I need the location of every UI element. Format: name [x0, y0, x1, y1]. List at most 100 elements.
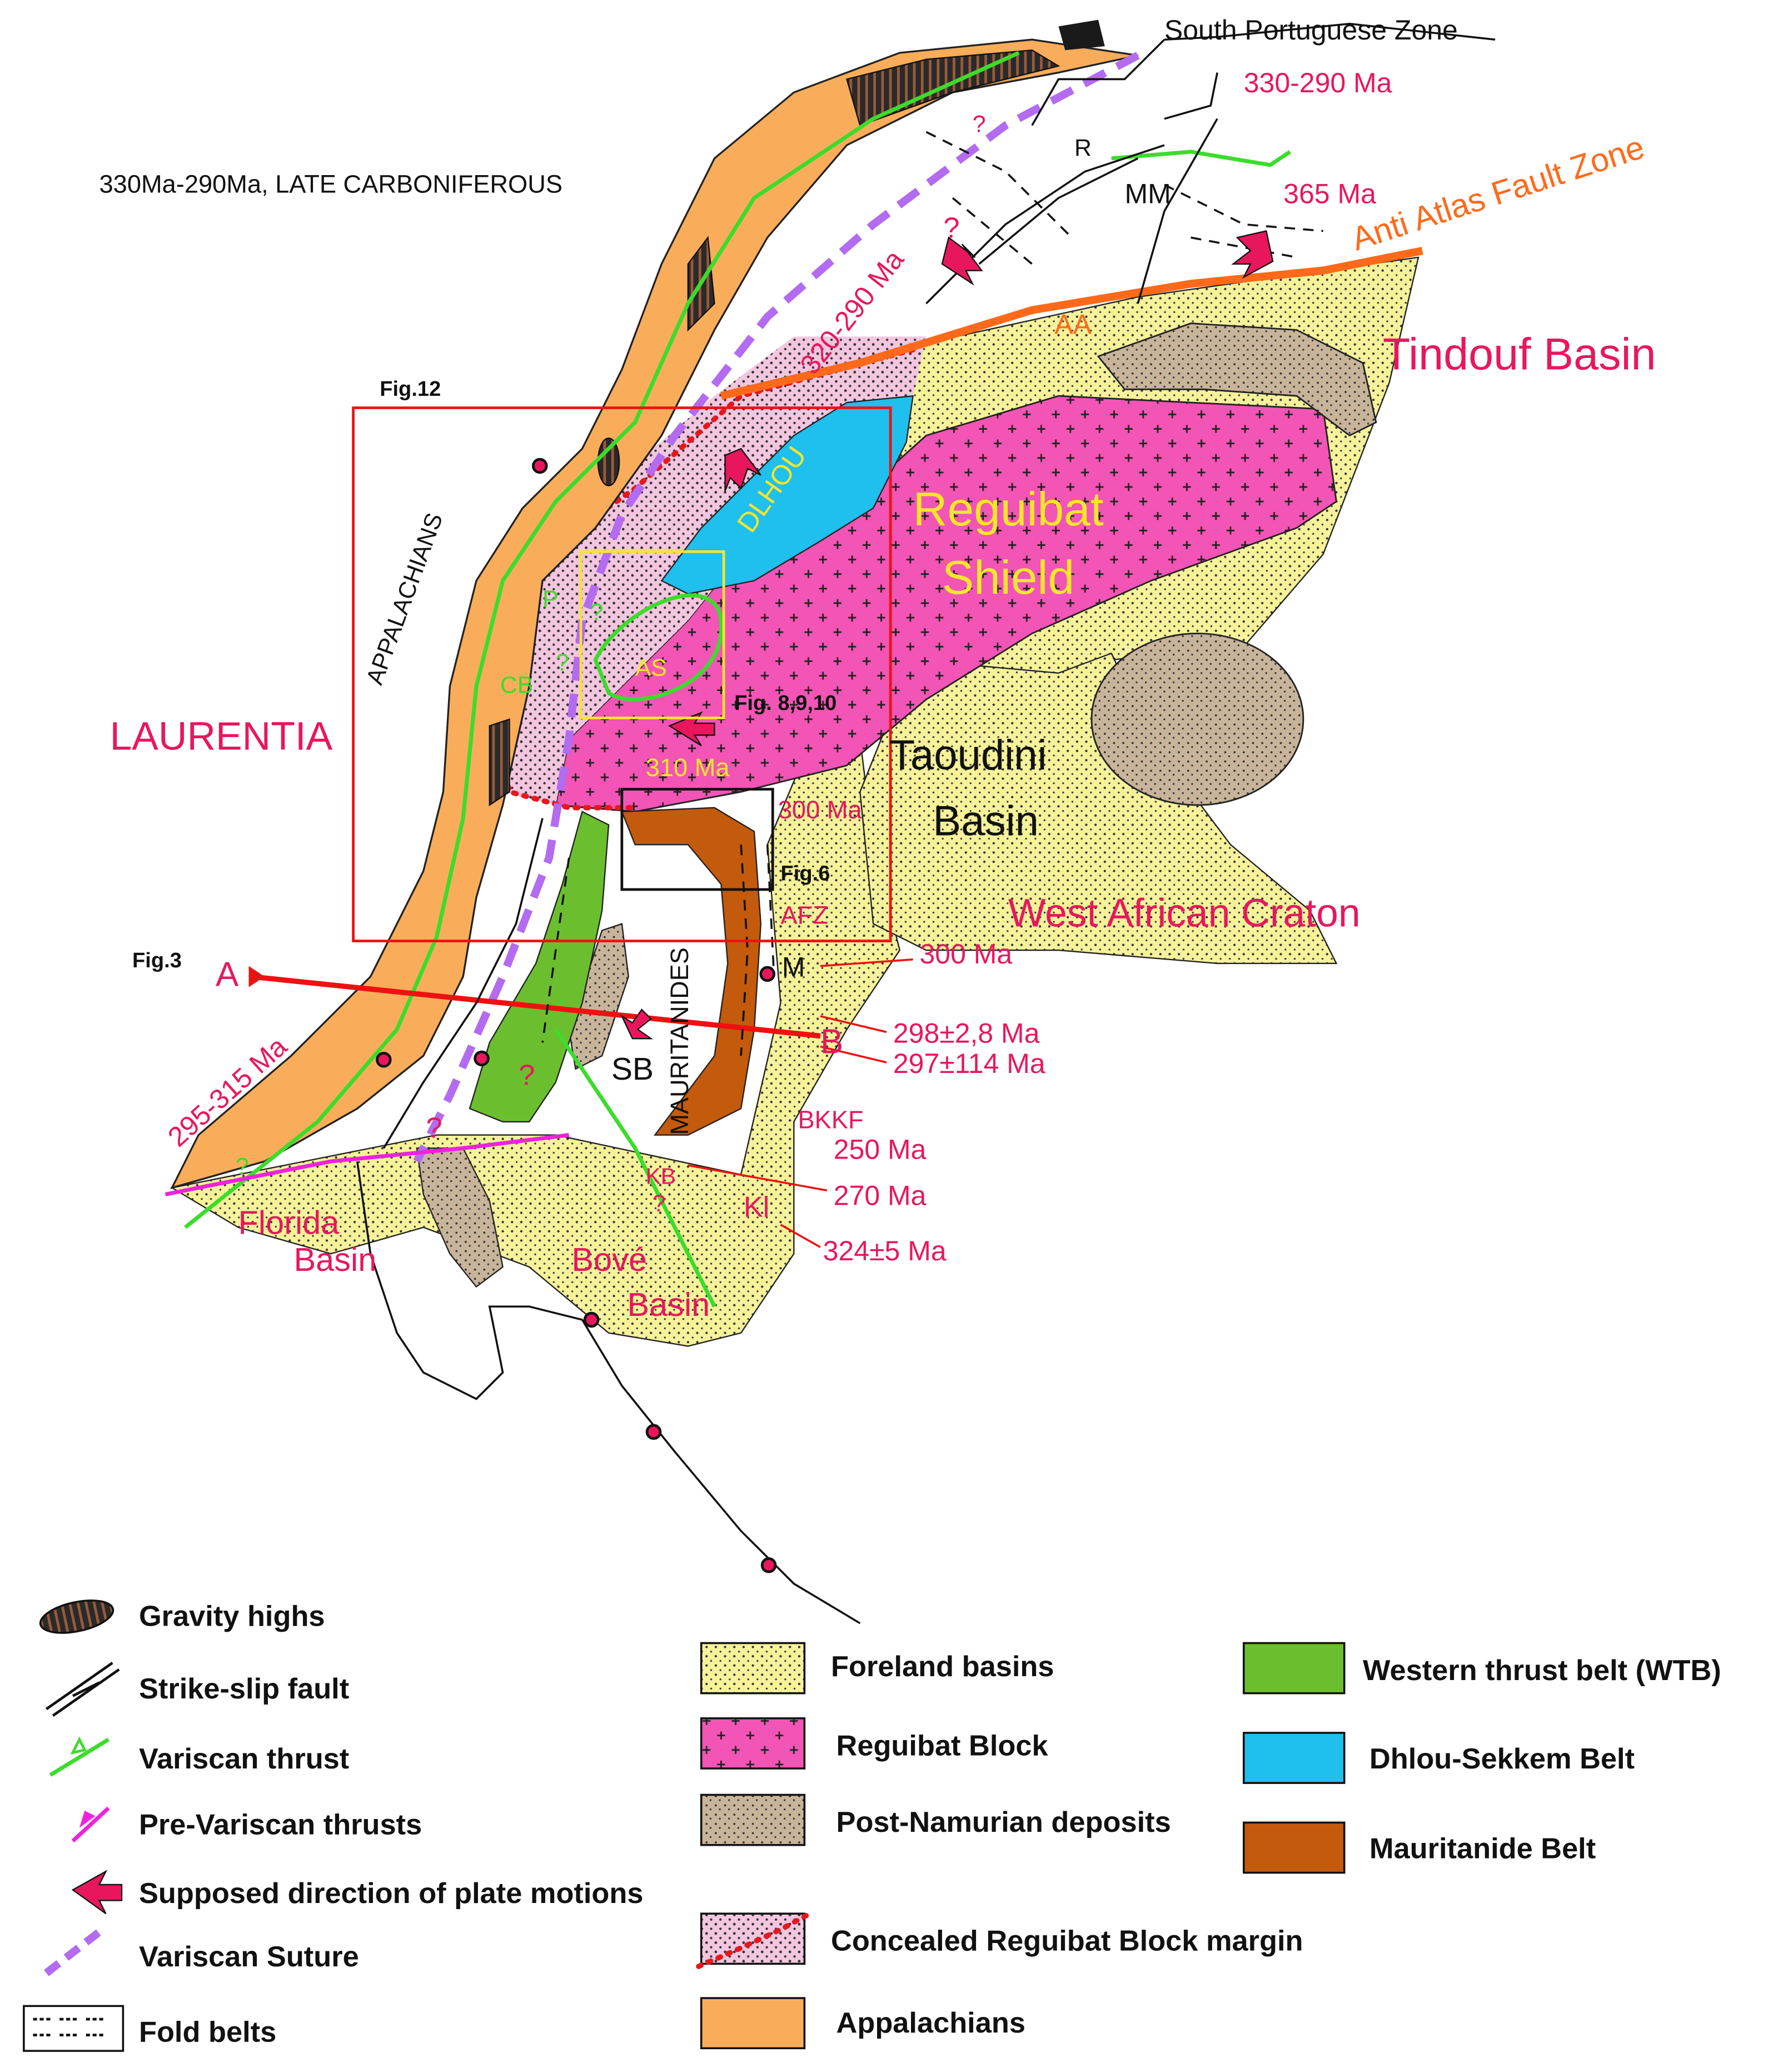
post-namurian-tindouf: [1097, 322, 1377, 437]
dhlou-belt-region: [660, 395, 914, 595]
legend-dhlou-label: Dhlou-Sekkem Belt: [1369, 1743, 1635, 1775]
label-kb: KB: [646, 1163, 676, 1189]
legend-strike-slip-swatch: [45, 1662, 120, 1717]
label-age-330-290: 330-290 Ma: [1244, 67, 1392, 98]
qmark-2: ?: [943, 212, 959, 244]
marker-5: [583, 1311, 600, 1328]
legend-variscan-thrust-swatch: [49, 1737, 110, 1777]
label-aa: AA: [1054, 309, 1092, 340]
qmark-3: ?: [590, 599, 604, 626]
label-taoudini-1: Taoudini: [889, 732, 1047, 779]
label-fig12: Fig.12: [380, 377, 441, 401]
variscan-suture: [413, 52, 1140, 1164]
marker-2: [376, 1051, 392, 1068]
label-age-300a: 300 Ma: [778, 796, 863, 824]
label-age-270: 270 Ma: [834, 1180, 927, 1211]
label-appalachians: APPALACHIANS: [361, 510, 448, 688]
variscan-thrust-as: [593, 593, 724, 702]
label-south-portuguese: South Portuguese Zone: [1164, 14, 1458, 46]
legend-wtb-swatch: [1242, 1642, 1346, 1695]
legend-strike-slip-label: Strike-slip fault: [139, 1673, 349, 1705]
legend-fold-belts-label: Fold belts: [139, 2016, 276, 2048]
qmark-8: ?: [236, 1154, 249, 1180]
qmark-1: ?: [973, 111, 986, 137]
label-as: AS: [635, 654, 667, 681]
marker-6: [645, 1424, 662, 1440]
appalachians-region: [170, 38, 1138, 1190]
arrow-sb: [620, 1008, 654, 1040]
label-age-298: 298±2,8 Ma: [893, 1017, 1040, 1049]
label-anti-atlas: Anti Atlas Fault Zone: [1347, 128, 1649, 258]
label-florida-2: Basin: [293, 1241, 376, 1278]
label-west-african: West African Craton: [1008, 891, 1361, 936]
label-florida-1: Florida: [238, 1204, 340, 1241]
legend-gravity-label: Gravity highs: [139, 1601, 325, 1633]
plate-motion-arrows: [620, 230, 1274, 1040]
legend-post-namurian-swatch: [700, 1793, 806, 1846]
arrow-dlhou: [724, 448, 761, 491]
legend-reguibat-swatch: [700, 1717, 806, 1770]
section-a-marker: [248, 966, 265, 987]
variscan-thrust-mm: [1111, 150, 1292, 167]
marker-1: [532, 458, 548, 474]
legend-variscan-thrust-label: Variscan thrust: [139, 1743, 349, 1775]
qmark-4: ?: [556, 649, 569, 676]
label-afz: AFZ: [781, 901, 828, 930]
marker-4: [759, 966, 776, 982]
foreland-basin-east: [859, 652, 1338, 965]
gravity-high-top: [1058, 19, 1105, 51]
post-namurian-east: [1090, 633, 1304, 806]
label-p: P: [542, 586, 559, 613]
gravity-high-small: [597, 437, 620, 486]
label-mm: MM: [1125, 178, 1171, 210]
legend-appalachians-swatch: [700, 1997, 806, 2050]
label-age-365: 365 Ma: [1283, 178, 1376, 210]
legend-mauritanide-label: Mauritanide Belt: [1369, 1832, 1596, 1865]
legend: Gravity highs Strike-slip fault Variscan…: [23, 1599, 1721, 2052]
coast-line: [356, 1161, 861, 1624]
map-title: 330Ma-290Ma, LATE CARBONIFEROUS: [99, 170, 562, 198]
section-line-ab: [251, 973, 821, 1039]
label-fig6: Fig.6: [781, 862, 830, 885]
legend-appalachians-label: Appalachians: [836, 2007, 1025, 2039]
label-taoudini-2: Basin: [933, 798, 1039, 845]
label-m: M: [782, 952, 805, 983]
label-r: R: [1074, 135, 1092, 161]
marker-7: [760, 1557, 777, 1573]
legend-reguibat-label: Reguibat Block: [836, 1730, 1049, 1762]
label-bkkf: BKKF: [798, 1106, 863, 1134]
legend-plate-motion-swatch: [71, 1870, 123, 1915]
legend-pre-variscan-label: Pre-Variscan thrusts: [139, 1809, 422, 1841]
wtb-region: [469, 811, 610, 1122]
legend-suture-swatch: [43, 1924, 108, 1976]
label-kl: Kl: [744, 1191, 770, 1224]
variscan-thrust-east: [554, 1028, 716, 1308]
legend-plate-motion-label: Supposed direction of plate motions: [139, 1877, 644, 1910]
arrow-fig8: [668, 711, 715, 747]
label-a: A: [216, 955, 239, 993]
pre-variscan-thrust: [165, 1133, 570, 1196]
label-bove-1: Bové: [571, 1241, 647, 1278]
fig12-frame: [352, 406, 892, 942]
label-fig3: Fig.3: [132, 949, 182, 972]
label-cb: CB: [500, 672, 534, 698]
label-age-310: 310 Ma: [646, 753, 730, 782]
label-b: B: [820, 1022, 843, 1061]
legend-fold-belts-swatch: [23, 2005, 124, 2052]
label-age-324: 324±5 Ma: [823, 1235, 947, 1266]
label-sb: SB: [611, 1051, 654, 1087]
marker-3: [474, 1050, 490, 1067]
label-age-297: 297±114 Ma: [893, 1048, 1045, 1079]
label-laurentia: LAURENTIA: [110, 714, 333, 758]
fig6-frame: [620, 788, 774, 891]
legend-foreland-label: Foreland basins: [831, 1651, 1054, 1683]
label-age-250: 250 Ma: [834, 1134, 927, 1165]
label-age-300b: 300 Ma: [920, 938, 1013, 970]
label-mauritanides: MAURITANIDES: [665, 947, 694, 1135]
fault-line-3: [382, 818, 544, 1149]
qmark-6: ?: [426, 1112, 442, 1144]
variscan-thrust-main: [184, 51, 1020, 1229]
legend-mauritanide-swatch: [1242, 1821, 1346, 1874]
fig8910-frame: [579, 550, 725, 719]
